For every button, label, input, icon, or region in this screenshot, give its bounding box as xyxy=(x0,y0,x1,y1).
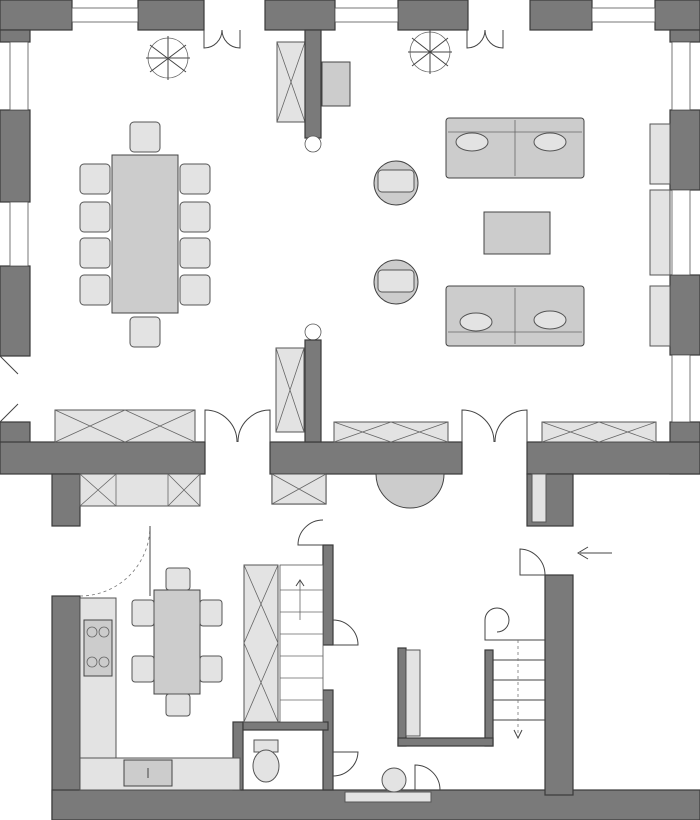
sofa xyxy=(445,285,585,347)
entrance-arrow-icon xyxy=(577,546,612,560)
side-cabinet xyxy=(649,123,671,185)
niche-bench xyxy=(397,647,494,747)
side-cabinet xyxy=(649,285,671,347)
radiator xyxy=(531,473,547,523)
utility-cabinets xyxy=(79,473,327,507)
toilet-icon xyxy=(252,739,280,783)
fireplace-column-top xyxy=(276,29,351,153)
window xyxy=(671,189,691,276)
dining-table-large xyxy=(79,121,211,348)
window xyxy=(591,7,656,23)
doors-upper xyxy=(0,29,528,443)
sideboard-middle xyxy=(333,421,449,443)
stair-door xyxy=(297,519,324,546)
window xyxy=(334,7,399,23)
staircase-left xyxy=(279,564,324,723)
plant-icon xyxy=(146,36,190,80)
round-landing xyxy=(375,473,445,509)
coffee-table xyxy=(483,211,551,255)
sofa xyxy=(445,117,585,179)
window xyxy=(9,41,29,111)
staircase-right xyxy=(484,607,545,740)
window xyxy=(671,354,691,423)
exterior-walls-upper xyxy=(0,0,700,475)
window xyxy=(9,201,29,267)
bathroom-door xyxy=(332,751,359,777)
wc-door xyxy=(414,764,441,791)
kitchen-door-swing xyxy=(79,525,151,597)
sideboard-right xyxy=(541,421,657,443)
plant-icon xyxy=(408,30,452,74)
armchair xyxy=(373,160,419,206)
entrance-door xyxy=(519,548,546,576)
window xyxy=(71,7,139,23)
kitchen-dining-table xyxy=(131,567,223,717)
armchair xyxy=(373,259,419,305)
hall-door xyxy=(332,619,359,646)
side-cabinet xyxy=(649,189,671,276)
wardrobe xyxy=(243,564,279,723)
window xyxy=(671,41,691,111)
sink-icon xyxy=(123,759,173,787)
stove-icon xyxy=(83,619,113,677)
washbasin xyxy=(344,767,432,803)
fireplace-column-bottom xyxy=(275,323,322,443)
sideboard-left xyxy=(54,409,196,443)
